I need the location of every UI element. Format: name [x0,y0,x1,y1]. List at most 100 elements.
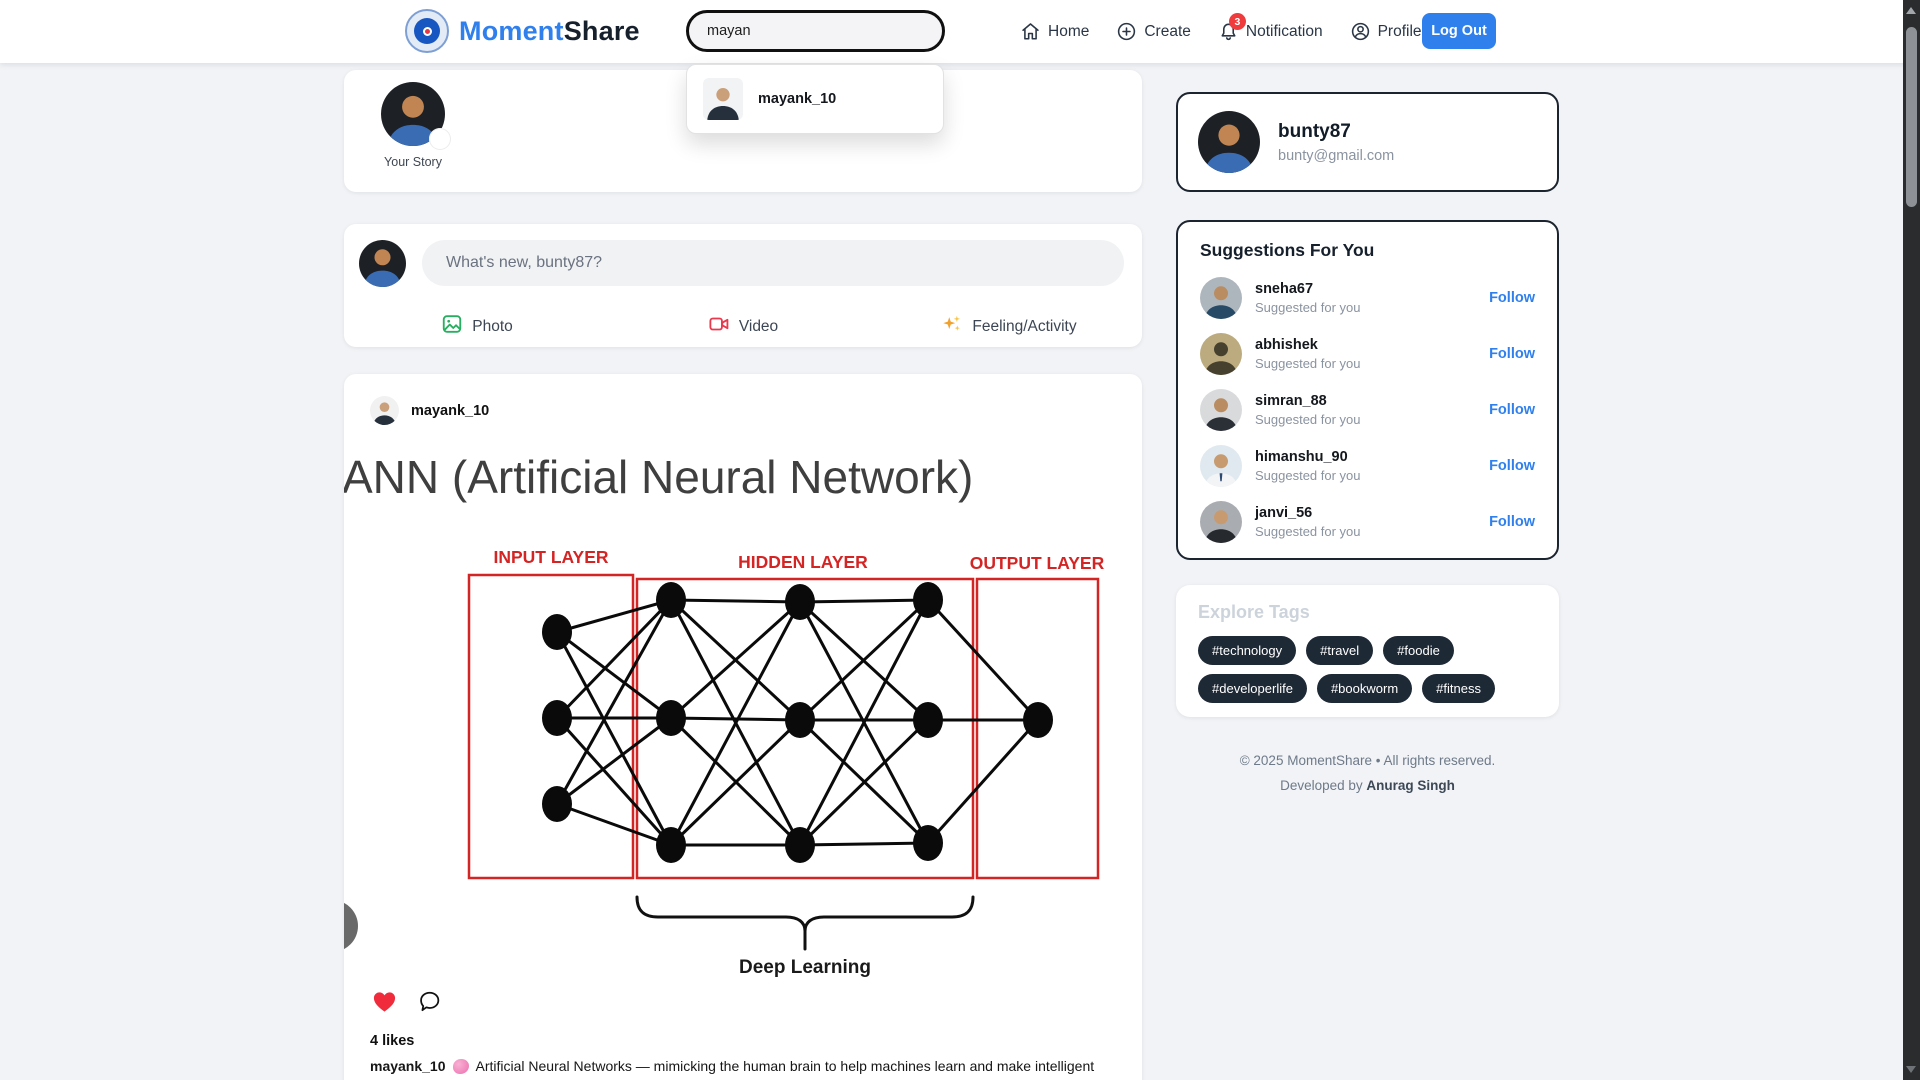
avatar [1198,111,1260,173]
pink-brain-emoji-icon [452,1058,469,1074]
avatar [370,396,399,425]
brand-name: MomentShare [459,16,640,47]
search-result-username: mayank_10 [758,91,837,107]
brand-name-secondary: Share [563,15,640,46]
tag-pill[interactable]: #travel [1306,636,1374,665]
post-caption: mayank_10 Artificial Neural Networks — m… [370,1058,1120,1074]
follow-button[interactable]: Follow [1489,458,1535,474]
suggestion-username: janvi_56 [1255,505,1313,521]
avatar [1200,333,1242,375]
photo-icon [441,313,463,340]
avatar [1200,501,1242,543]
follow-button[interactable]: Follow [1489,514,1535,530]
search-results-dropdown: mayank_10 [686,64,944,134]
tag-pill[interactable]: #developerlife [1198,674,1307,703]
tag-pill[interactable]: #technology [1198,636,1297,665]
comment-icon[interactable] [417,989,442,1019]
explore-tags-card: Explore Tags #technology #travel #foodie… [1176,585,1559,717]
scrollbar-thumb[interactable] [1906,27,1917,207]
home-icon [1020,21,1041,42]
suggestion-subtitle: Suggested for you [1255,300,1361,315]
bell-icon: 3 [1218,13,1246,42]
momentshare-logo-icon [405,9,449,53]
tag-pill[interactable]: #bookworm [1316,674,1413,703]
scrollbar [1903,0,1920,1080]
suggestions-card: Suggestions For You sneha67 Suggested fo… [1176,220,1559,560]
post-image-title: ANN (Artificial Neural Network) [344,451,974,503]
post-card: mayank_10 ANN (Artificial Neural Network… [344,374,1142,1080]
caption-text: Artificial Neural Networks — mimicking t… [475,1058,1095,1074]
post-actions [370,988,442,1020]
developed-by-text: Developed by [1280,778,1363,793]
nav-create[interactable]: Create [1116,21,1191,42]
suggestion-username: simran_88 [1255,393,1327,409]
current-user-email: bunty@gmail.com [1278,147,1395,164]
developer-name: Anurag Singh [1366,778,1455,793]
your-story[interactable]: Your Story [367,82,459,169]
profile-icon [1350,21,1371,42]
avatar [1200,389,1242,431]
like-heart-icon[interactable] [370,988,399,1020]
composer-card: Photo Video Feeling/Activity [344,224,1142,347]
post-header[interactable]: mayank_10 [370,396,489,425]
suggestion-row: sneha67 Suggested for you Follow [1200,276,1535,320]
avatar [703,78,743,120]
scrollbar-up-arrow[interactable] [1906,7,1916,14]
photo-label: Photo [472,317,513,335]
suggestion-subtitle: Suggested for you [1255,412,1361,427]
sparkles-icon [941,313,963,340]
search-input[interactable] [686,10,945,52]
brand-name-primary: Moment [459,15,564,46]
brand[interactable]: MomentShare [405,9,640,53]
tag-pill[interactable]: #fitness [1422,674,1495,703]
current-username: bunty87 [1278,120,1351,142]
tag-pill[interactable]: #foodie [1383,636,1454,665]
nav-notification-label: Notification [1245,22,1323,40]
video-button[interactable]: Video [610,304,876,349]
output-layer-label: OUTPUT LAYER [970,553,1105,573]
follow-button[interactable]: Follow [1489,290,1535,306]
nav-notification[interactable]: 3 Notification [1218,13,1323,42]
input-layer-label: INPUT LAYER [493,547,608,567]
nav-home-label: Home [1048,22,1090,40]
video-label: Video [738,317,779,335]
nav-create-label: Create [1144,22,1191,40]
suggestion-username: abhishek [1255,337,1318,353]
follow-button[interactable]: Follow [1489,402,1535,418]
plus-circle-icon [1116,21,1137,42]
nav-profile[interactable]: Profile [1350,21,1422,42]
logout-button[interactable]: Log Out [1422,13,1496,49]
your-story-label: Your Story [384,155,442,169]
hidden-layer-label: HIDDEN LAYER [738,552,868,572]
copyright-text: © 2025 MomentShare • All rights reserved… [1239,753,1496,768]
avatar [1200,277,1242,319]
follow-button[interactable]: Follow [1489,346,1535,362]
navbar: MomentShare Home Create [0,0,1920,63]
scrollbar-down-arrow[interactable] [1906,1066,1916,1073]
footer: © 2025 MomentShare • All rights reserved… [1176,748,1559,798]
suggestion-subtitle: Suggested for you [1255,468,1361,483]
avatar [359,239,406,287]
video-icon [708,313,730,340]
nav-menu: Home Create 3 Notification [1020,0,1422,63]
explore-tags-title: Explore Tags [1198,602,1310,622]
feeling-activity-button[interactable]: Feeling/Activity [876,304,1142,349]
notification-count-badge: 3 [1228,13,1246,30]
search-result-item[interactable]: mayank_10 [699,75,931,123]
suggestion-username: sneha67 [1255,281,1314,297]
carousel-prev-button[interactable] [344,900,358,952]
caption-username: mayank_10 [370,1058,446,1074]
post-author-username: mayank_10 [411,402,490,419]
suggestions-title: Suggestions For You [1200,240,1375,260]
composer-input[interactable] [422,240,1124,286]
suggestion-row: abhishek Suggested for you Follow [1200,332,1535,376]
current-user-card[interactable]: bunty87 bunty@gmail.com [1176,92,1559,192]
photo-button[interactable]: Photo [344,304,610,349]
likes-count: 4 likes [370,1033,415,1049]
suggestion-row: janvi_56 Suggested for you Follow [1200,500,1535,544]
avatar [1200,445,1242,487]
nav-home[interactable]: Home [1020,21,1089,42]
add-story-badge[interactable] [429,128,451,150]
suggestion-row: himanshu_90 Suggested for you Follow [1200,444,1535,488]
search-bar [686,10,945,52]
